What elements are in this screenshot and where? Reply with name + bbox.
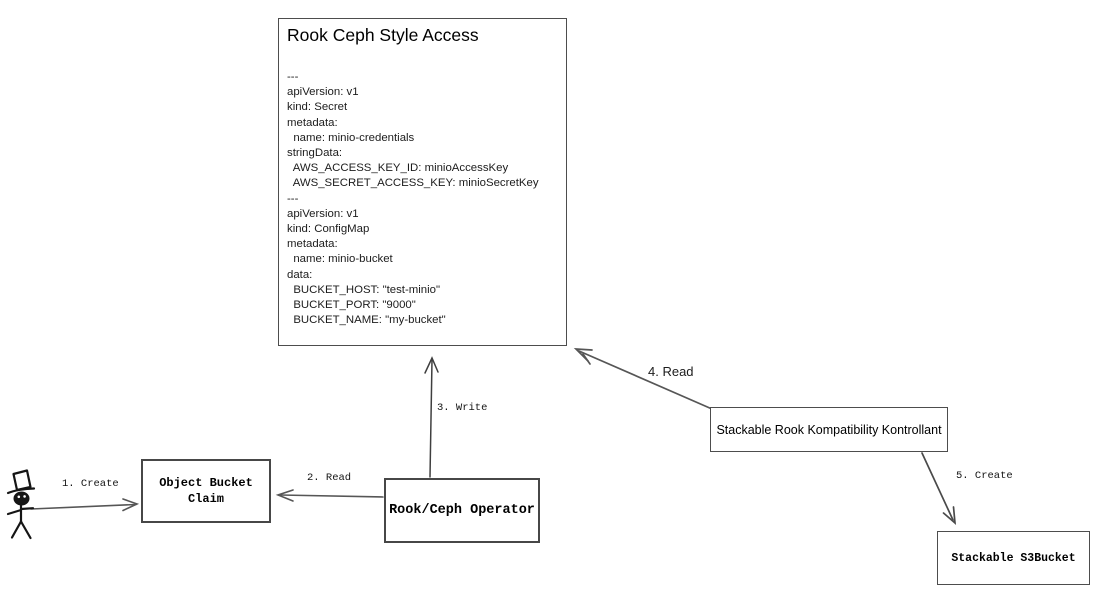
yaml-line: ---	[287, 71, 299, 83]
edge-label-1-create: 1. Create	[62, 478, 119, 490]
yaml-line: AWS_SECRET_ACCESS_KEY: minioSecretKey	[287, 177, 539, 190]
node-object-bucket-claim: Object Bucket Claim	[141, 459, 271, 523]
arrow-read-4	[573, 348, 713, 410]
yaml-line: BUCKET_NAME: "my-bucket"	[287, 314, 446, 327]
yaml-line: metadata:	[287, 116, 338, 129]
yaml-line: ---	[287, 192, 299, 205]
arrow-create-1	[30, 498, 140, 512]
yaml-line: apiVersion: v1	[287, 207, 359, 220]
user-actor-icon	[6, 469, 36, 540]
yaml-line: kind: Secret	[287, 101, 348, 114]
yaml-line: stringData:	[287, 147, 343, 160]
yaml-line: BUCKET_PORT: "9000"	[287, 299, 416, 312]
node-rook-ceph-style-access: Rook Ceph Style Access --- apiVersion: v1…	[278, 18, 567, 346]
arrow-read-2	[275, 489, 384, 502]
node-stackable-rook-kompatibility-kontrollant: Stackable Rook Kompatibility Kontrollant	[710, 407, 948, 452]
yaml-line: name: minio-credentials	[287, 131, 415, 144]
edge-label-4-read: 4. Read	[648, 364, 694, 379]
yaml-line: metadata:	[287, 238, 338, 251]
edge-label-2-read: 2. Read	[307, 472, 352, 484]
node-stackable-rook-kompatibility-kontrollant-label: Stackable Rook Kompatibility Kontrollant	[716, 422, 942, 437]
edge-label-3-write: 3. Write	[437, 402, 488, 414]
yaml-line: data:	[287, 268, 313, 281]
yaml-line: apiVersion: v1	[287, 86, 359, 99]
yaml-manifest-text: --- apiVersion: v1 kind: Secret metadata: n…	[287, 70, 558, 328]
yaml-line: name: minio-bucket	[287, 253, 393, 266]
node-stackable-s3bucket: Stackable S3Bucket	[937, 531, 1090, 585]
edge-label-5-create: 5. Create	[956, 470, 1013, 482]
arrow-write-3	[424, 356, 439, 478]
node-object-bucket-claim-label: Object Bucket Claim	[159, 476, 253, 506]
manifest-box-title: Rook Ceph Style Access	[287, 25, 479, 45]
node-rook-ceph-operator-label: Rook/Ceph Operator	[389, 503, 535, 518]
yaml-line: kind: ConfigMap	[287, 223, 370, 236]
node-stackable-s3bucket-label: Stackable S3Bucket	[951, 551, 1076, 565]
yaml-line: AWS_ACCESS_KEY_ID: minioAccessKey	[287, 162, 509, 175]
node-rook-ceph-operator: Rook/Ceph Operator	[384, 478, 540, 543]
yaml-line: BUCKET_HOST: "test-minio"	[287, 283, 441, 296]
arrow-create-5	[921, 452, 957, 526]
